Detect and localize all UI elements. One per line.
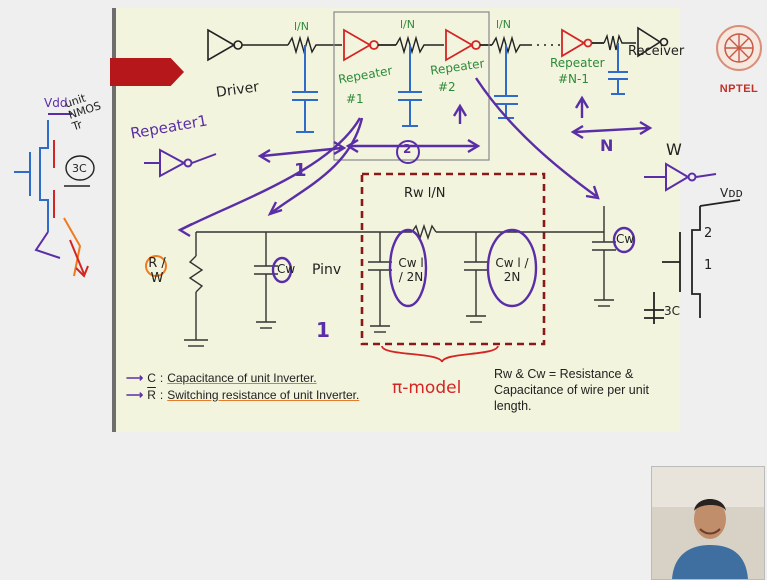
- vdd-right-label: Vᴅᴅ: [720, 186, 743, 200]
- wire-seg-label-1: l/N: [294, 20, 309, 33]
- nptel-logo: NPTEL: [712, 18, 766, 108]
- repeater-n-number: #N-1: [558, 72, 589, 86]
- legend-c-symbol: C: [147, 371, 156, 385]
- pi-model-label: π-model: [392, 378, 462, 398]
- right-inverter-sketch: [644, 162, 717, 192]
- wire-cap-1: [292, 45, 318, 133]
- wire-resistor-4: [603, 33, 636, 51]
- repeater-2-inverter: [445, 28, 492, 62]
- nptel-label: NPTEL: [719, 83, 759, 95]
- right-transistor-sketch: [644, 199, 741, 324]
- repeater-inverter-sketch: [144, 148, 217, 178]
- wire-resistor-2: [395, 35, 444, 55]
- wire-parameter-note: Rᴡ & Cᴡ = Resistance & Capacitance of wi…: [494, 367, 649, 413]
- pi-brace: [381, 345, 499, 363]
- repeater-1-inverter: [343, 28, 396, 62]
- repeater-n-label: Repeater: [550, 56, 605, 70]
- wire-seg-label-2: l/N: [400, 18, 415, 31]
- legend-r-symbol: R: [147, 388, 156, 402]
- legend-colon: :: [159, 388, 164, 402]
- slide-marker-tab: [110, 58, 184, 86]
- one-label: 1: [704, 258, 713, 273]
- r-circle: [145, 255, 167, 277]
- count-one-label: 1: [294, 160, 307, 181]
- r-over-w-label: R / W: [148, 256, 166, 286]
- repeater-n-minus-1-inverter: [561, 28, 604, 58]
- count-two-circle: [396, 140, 420, 164]
- w-right-label: W: [666, 140, 682, 159]
- legend-arrow-icon: ⟶: [126, 388, 144, 402]
- wire-resistor-3: [491, 35, 560, 55]
- repeater-2-number: #2: [438, 80, 456, 94]
- count-two-label: 2: [403, 142, 412, 156]
- presenter-image: [652, 467, 764, 579]
- legend-c-text: Capacitance of unit Inverter.: [167, 371, 317, 385]
- cw-inv-label: Cw: [277, 262, 296, 276]
- wire-cap-2: [398, 45, 422, 127]
- cw-load-label: Cw: [616, 232, 635, 246]
- rw-label: Rw l/N: [404, 186, 446, 201]
- pi-model-box: [360, 172, 546, 346]
- receiver-inverter: [637, 26, 669, 58]
- three-c-circle: [65, 155, 95, 181]
- cap-highlight-circles: [271, 226, 636, 308]
- zoom-selection-box: [333, 11, 490, 161]
- two-label: 2: [704, 226, 713, 241]
- slide-legend: ⟶ C : Capacitance of unit Inverter. ⟶ R …: [126, 370, 359, 404]
- orange-arrow: [69, 239, 89, 278]
- wire-cap-4: [608, 43, 628, 95]
- lecture-slide: [112, 8, 680, 432]
- pinv-label: Pinv: [312, 262, 342, 278]
- equivalent-circuit: [184, 206, 616, 347]
- repeater-1-number: #1: [346, 92, 364, 106]
- wire-seg-label-3: l/N: [496, 18, 511, 31]
- legend-arrow-icon: ⟶: [126, 371, 144, 385]
- three-c-label: 3C: [72, 162, 87, 175]
- legend-row-c: ⟶ C : Capacitance of unit Inverter.: [126, 370, 359, 387]
- cw-left-label: Cw l / 2N: [398, 256, 424, 284]
- legend-r-text: Switching resistance of unit Inverter.: [167, 388, 360, 402]
- count-n-label: N: [600, 136, 614, 155]
- presenter-webcam: [651, 466, 765, 580]
- vdd-label: Vdd: [44, 96, 68, 110]
- left-transistor-sketch: [14, 113, 90, 277]
- legend-colon: :: [159, 371, 164, 385]
- driver-inverter: [207, 28, 288, 62]
- receiver-label: Receiver: [628, 44, 685, 59]
- cw-right-label: Cw l / 2N: [495, 256, 529, 284]
- three-c-right-label: 3C: [664, 304, 681, 318]
- pinv-one-label: 1: [316, 318, 330, 342]
- nptel-emblem-icon: [716, 25, 762, 71]
- legend-row-r: ⟶ R : Switching resistance of unit Inver…: [126, 387, 359, 404]
- span-arrows: [177, 77, 653, 238]
